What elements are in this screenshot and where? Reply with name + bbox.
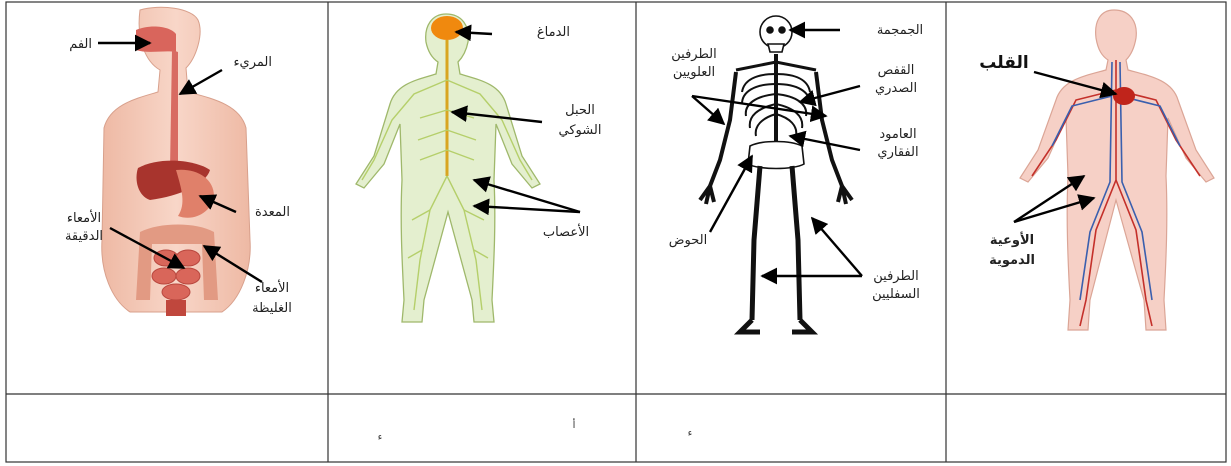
circulatory-body-illustration <box>1020 10 1214 330</box>
label-spinal-cord-1: الحبل <box>565 103 595 118</box>
bottom-row: ء أ ء <box>378 418 693 443</box>
cell2-mark-b: أ <box>573 418 576 431</box>
label-spine-1: العامود <box>879 127 916 142</box>
label-skull: الجمجمة <box>877 23 923 38</box>
label-pelvis: الحوض <box>669 233 707 248</box>
label-small-intestine-2: الدقيقة <box>65 229 103 244</box>
label-vessels-1: الأوعية <box>990 231 1034 248</box>
arrow-lower-limbs-b <box>812 218 862 276</box>
label-lower-limbs-1: الطرفين <box>873 269 918 284</box>
label-stomach: المعدة <box>255 205 290 220</box>
cell3-mark: ء <box>688 428 693 439</box>
label-rib-cage-1: القفص <box>878 63 915 78</box>
digestive-system-panel: الفم المريء المعدة الأمعاء الدقيقة الأمع… <box>65 7 292 316</box>
nervous-system-panel: الدماغ الحبل الشوكي الأعصاب <box>356 14 601 322</box>
label-heart: القلب <box>979 53 1028 73</box>
nervous-body-illustration <box>356 14 540 322</box>
skeletal-system-panel: الجمجمة الطرفين العلويين القفص الصدري ال… <box>669 16 923 332</box>
heart-shape <box>1113 87 1135 105</box>
label-vessels-2: الدموية <box>989 253 1035 268</box>
digestive-body-illustration <box>102 7 250 316</box>
lower-limbs-shape <box>740 166 812 332</box>
label-nerves: الأعصاب <box>543 223 589 240</box>
label-small-intestine-1: الأمعاء <box>67 209 101 226</box>
label-upper-limbs-2: العلويين <box>673 65 715 80</box>
skeleton-illustration <box>700 16 852 332</box>
label-large-intestine-1: الأمعاء <box>255 279 289 296</box>
label-lower-limbs-2: السفليين <box>872 287 920 302</box>
label-brain: الدماغ <box>537 25 570 40</box>
label-spinal-cord-2: الشوكي <box>559 123 602 138</box>
brain-shape <box>431 16 463 40</box>
label-rib-cage-2: الصدري <box>875 81 917 96</box>
label-large-intestine-2: الغليظة <box>252 301 292 316</box>
mouth-cavity <box>136 27 176 52</box>
label-mouth: الفم <box>69 37 92 52</box>
label-spine-2: الفقاري <box>877 145 918 160</box>
label-esophagus: المريء <box>233 55 272 70</box>
label-upper-limbs-1: الطرفين <box>671 47 716 62</box>
circulatory-system-panel: القلب الأوعية الدموية <box>979 10 1214 330</box>
cell2-mark-a: ء <box>378 432 383 443</box>
pelvis-shape <box>748 142 804 169</box>
